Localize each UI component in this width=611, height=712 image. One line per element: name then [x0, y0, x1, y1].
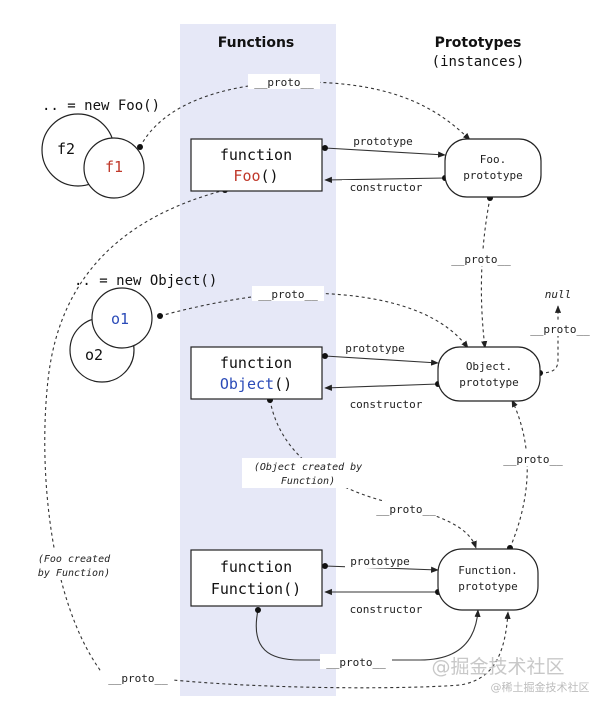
- box-object-parens: (): [274, 375, 292, 393]
- box-object-name: Object: [220, 375, 274, 393]
- watermark-main: @掘金技术社区: [431, 656, 564, 678]
- edge-object-constructor: [324, 383, 439, 391]
- node-object-prototype-line2: prototype: [459, 376, 519, 389]
- label-f1-proto: __proto__: [254, 76, 314, 89]
- edge-foo-constructor: [324, 176, 446, 183]
- label-object-proto: __proto__: [376, 503, 436, 516]
- note-foo-created-line1: (Foo created: [38, 554, 111, 565]
- edge-foo-prototype: [324, 147, 446, 158]
- node-object-prototype-line1: Object.: [466, 360, 512, 373]
- box-function-keyword: function: [220, 558, 292, 576]
- node-function-prototype-line1: Function.: [458, 564, 518, 577]
- box-object-keyword: function: [220, 354, 292, 372]
- edge-objectproto-null: [539, 305, 562, 374]
- edge-object-prototype: [324, 355, 439, 366]
- node-f1-label: f1: [105, 158, 123, 176]
- label-function-prototype: prototype: [350, 555, 410, 568]
- box-function-foo: [190, 138, 323, 192]
- node-foo-prototype-line2: prototype: [463, 169, 523, 182]
- label-functionproto-proto: __proto__: [503, 453, 563, 466]
- note-object-created-line2: Function): [281, 476, 335, 487]
- box-foo-name: Foo: [233, 167, 260, 185]
- box-object-call: Object(): [220, 375, 292, 393]
- node-o1-label: o1: [111, 310, 129, 328]
- label-function-constructor: constructor: [350, 603, 423, 616]
- label-fooproto-proto: __proto__: [451, 253, 511, 266]
- box-function-call: Function(): [211, 580, 301, 598]
- node-function-prototype: [437, 548, 539, 611]
- node-foo-prototype-line1: Foo.: [480, 153, 507, 166]
- node-f1: [83, 137, 145, 199]
- node-o1: [91, 287, 153, 349]
- node-null: null: [545, 288, 572, 301]
- label-object-constructor: constructor: [350, 398, 423, 411]
- node-foo-prototype: [444, 138, 542, 198]
- edge-functionproto-proto: [509, 399, 528, 549]
- edge-fooproto-proto: [480, 197, 491, 349]
- note-object-created-line1: (Object created by: [254, 462, 362, 473]
- label-foo-constructor: constructor: [350, 181, 423, 194]
- node-o2-label: o2: [85, 346, 103, 364]
- box-foo-parens: (): [261, 167, 279, 185]
- prototypes-subheader: (instances): [432, 54, 525, 70]
- functions-header: Functions: [218, 35, 295, 51]
- label-function-proto: __proto__: [326, 656, 386, 669]
- edge-o1-proto: [159, 292, 469, 349]
- box-function-function: [190, 549, 323, 607]
- label-objectproto-proto: __proto__: [530, 323, 590, 336]
- watermark-sub: @稀土掘金技术社区: [491, 680, 590, 694]
- node-function-prototype-line2: prototype: [458, 580, 518, 593]
- node-f2-label: f2: [57, 140, 75, 158]
- label-object-prototype: prototype: [345, 342, 405, 355]
- label-new-object: .. = new Object(): [74, 273, 217, 289]
- box-function-object: [190, 346, 323, 400]
- node-object-prototype: [437, 346, 541, 402]
- label-o1-proto: __proto__: [258, 288, 318, 301]
- label-new-foo: .. = new Foo(): [42, 98, 160, 114]
- label-foo-proto: __proto__: [108, 672, 168, 685]
- box-foo-keyword: function: [220, 146, 292, 164]
- note-foo-created-line2: by Function): [38, 568, 110, 579]
- box-foo-call: Foo(): [233, 167, 278, 185]
- label-foo-prototype: prototype: [353, 135, 413, 148]
- prototypes-header: Prototypes: [435, 35, 522, 51]
